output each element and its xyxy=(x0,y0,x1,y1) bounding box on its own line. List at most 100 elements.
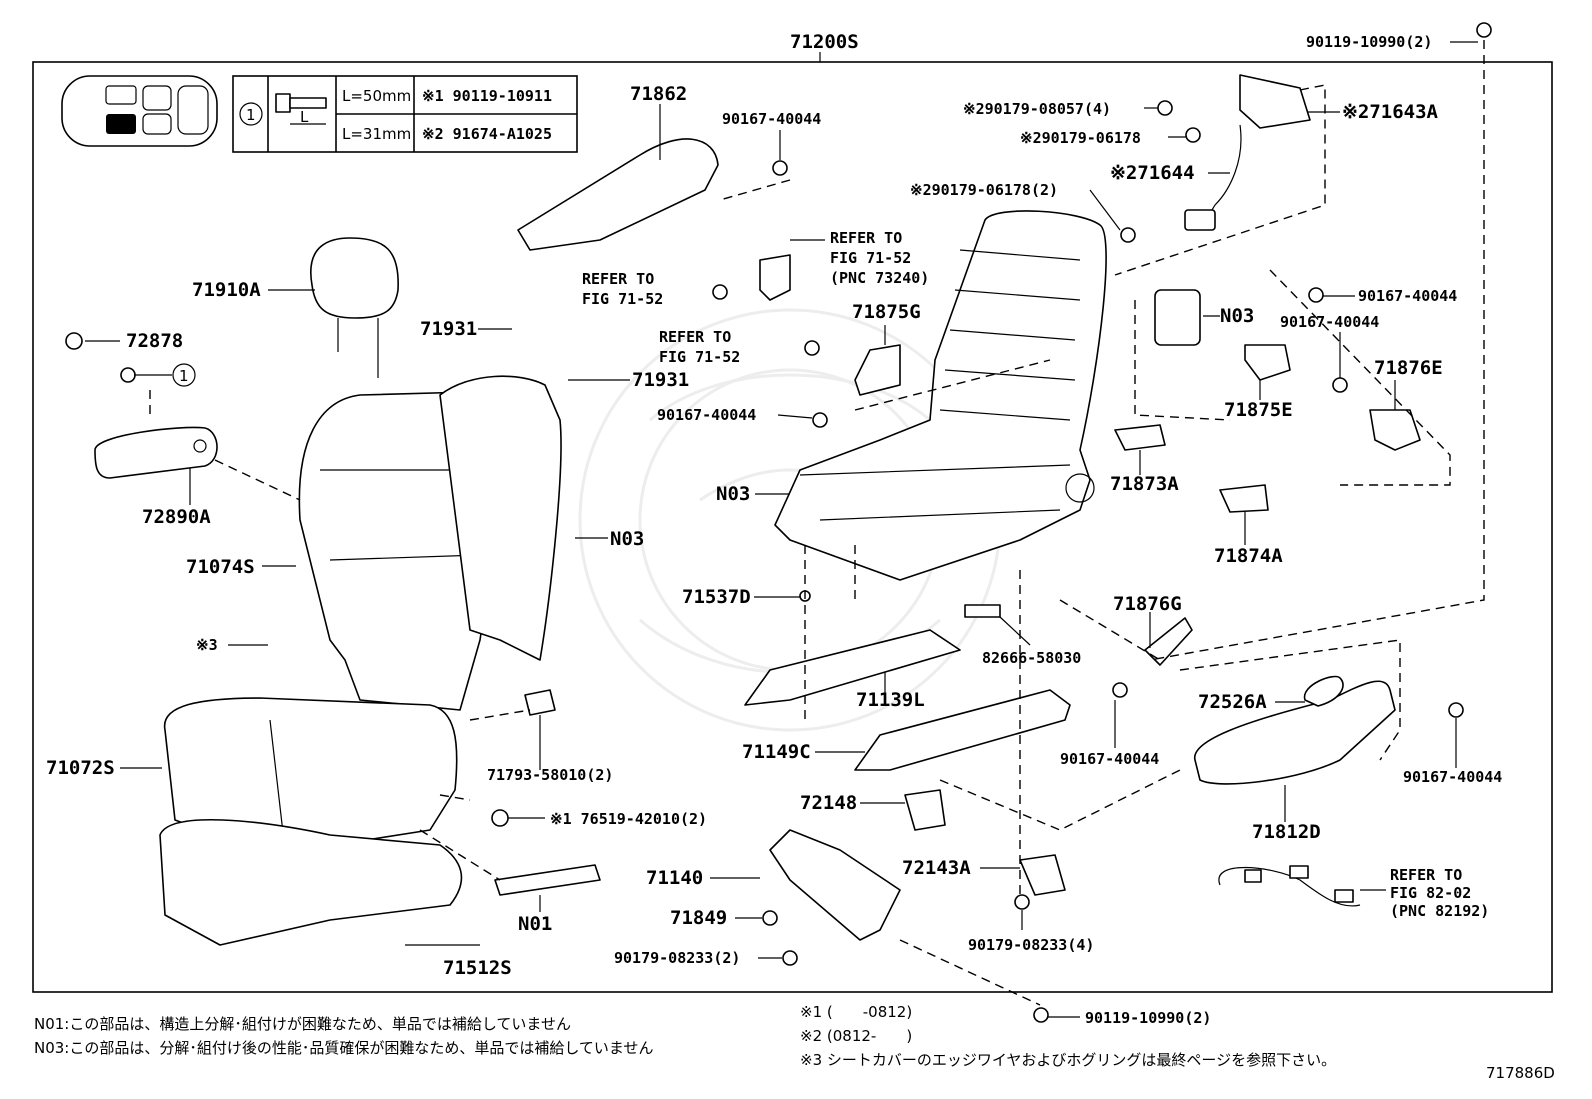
footnote-star2: ※2 (0812- ) xyxy=(800,1027,912,1045)
bolt-length-table: 1 L L=50mm ※1 90119-10911 L=31mm ※2 9167… xyxy=(232,75,578,153)
refer-wire-line-2: FIG 82-02 xyxy=(1390,884,1471,902)
label-71931-b[interactable]: 71931 xyxy=(632,369,689,391)
part-71876e-bracket xyxy=(1369,409,1421,451)
label-71512s[interactable]: 71512S xyxy=(443,957,512,979)
part-71512s-cushion-pad xyxy=(159,818,463,946)
label-90179-06178-b[interactable]: ※290179-06178(2) xyxy=(910,181,1058,199)
diagram-frame xyxy=(32,61,1553,993)
label-72148[interactable]: 72148 xyxy=(800,792,857,814)
part-71875e-bracket xyxy=(1244,344,1291,381)
part-71072s-cushion-cover xyxy=(163,697,458,856)
label-90167-40044-d[interactable]: 90167-40044 xyxy=(657,406,756,424)
label-71849[interactable]: 71849 xyxy=(670,907,727,929)
belt-buckle xyxy=(759,254,791,301)
label-90167-40044-e[interactable]: 90167-40044 xyxy=(1060,750,1159,768)
part-labels: 90119-10990(2) 71862 90167-40044 ※290179… xyxy=(46,33,1502,1027)
label-71873a[interactable]: 71873A xyxy=(1110,473,1179,495)
part-72890a-armrest xyxy=(94,426,218,479)
part-n03-side-airbag xyxy=(1154,289,1201,346)
label-82666-58030[interactable]: 82666-58030 xyxy=(982,649,1081,667)
label-90119-10990-bottom[interactable]: 90119-10990(2) xyxy=(1085,1009,1211,1027)
label-71643a[interactable]: ※271643A xyxy=(1342,101,1439,123)
label-72890a[interactable]: 72890A xyxy=(142,506,211,528)
bolt-length-symbol: L xyxy=(300,108,309,126)
leader-lines xyxy=(85,41,1478,1018)
label-71812d[interactable]: 71812D xyxy=(1252,821,1321,843)
part-72148-bracket xyxy=(904,789,946,831)
refer-note-belt[interactable]: REFER TO FIG 71-52 (PNC 73240) xyxy=(830,229,929,287)
label-71793-58010[interactable]: 71793-58010(2) xyxy=(487,766,613,784)
part-71876g-bracket xyxy=(1144,617,1193,666)
part-71149c-rail xyxy=(854,689,1071,771)
label-71537d[interactable]: 71537D xyxy=(682,586,751,608)
table-length-1: L=50mm xyxy=(342,87,411,105)
refer-note-wire[interactable]: REFER TO FIG 82-02 (PNC 82192) xyxy=(1390,866,1489,920)
assembly-part-label[interactable]: 71200S xyxy=(790,31,859,53)
label-n03-back-pad[interactable]: N03 xyxy=(610,528,644,550)
part-71643a-recliner xyxy=(1239,74,1311,129)
label-76519-42010[interactable]: ※1 76519-42010(2) xyxy=(550,810,707,828)
label-90167-40044-a[interactable]: 90167-40044 xyxy=(722,110,821,128)
part-71910a-headrest xyxy=(310,237,399,319)
refer-note-fig-b[interactable]: REFER TO FIG 71-52 xyxy=(659,328,740,366)
label-90167-40044-b[interactable]: 90167-40044 xyxy=(1358,287,1457,305)
part-71644-connector xyxy=(1184,209,1216,231)
label-71875g[interactable]: 71875G xyxy=(852,301,921,323)
label-90167-40044-c[interactable]: 90167-40044 xyxy=(1280,313,1379,331)
refer-b-line-2: FIG 71-52 xyxy=(659,348,740,366)
part-72143a-bracket xyxy=(1019,854,1066,896)
refer-note-fig-a[interactable]: REFER TO FIG 71-52 xyxy=(582,270,663,308)
assembly-dashed-lines xyxy=(149,40,1485,1006)
label-90179-08233-a[interactable]: 90179-08233(2) xyxy=(614,949,740,967)
label-71876e[interactable]: 71876E xyxy=(1374,357,1443,379)
label-90179-06178-a[interactable]: ※290179-06178 xyxy=(1020,129,1141,147)
wire-harness xyxy=(1218,867,1361,907)
label-71149c[interactable]: 71149C xyxy=(742,741,811,763)
label-71874a[interactable]: 71874A xyxy=(1214,545,1283,567)
footnote-star1: ※1 ( -0812) xyxy=(800,1003,912,1021)
part-71875g-bracket xyxy=(854,344,901,396)
label-71910a[interactable]: 71910A xyxy=(192,279,261,301)
label-71931-a[interactable]: 71931 xyxy=(420,318,477,340)
label-71072s[interactable]: 71072S xyxy=(46,757,115,779)
wire-harness-connector-b xyxy=(1289,865,1309,879)
part-71862-cover xyxy=(517,138,719,251)
label-90179-08057[interactable]: ※290179-08057(4) xyxy=(963,100,1111,118)
label-72878[interactable]: 72878 xyxy=(126,330,183,352)
refer-wire-line-1: REFER TO xyxy=(1390,866,1462,884)
label-72526a[interactable]: 72526A xyxy=(1198,691,1267,713)
part-71139l-rail xyxy=(744,629,961,706)
part-71812d-cover xyxy=(1194,680,1396,785)
fasteners xyxy=(65,22,1492,1023)
label-71876g[interactable]: 71876G xyxy=(1113,593,1182,615)
label-note-3[interactable]: ※3 xyxy=(196,636,218,654)
footnote-n01: N01:この部品は、構造上分解･組付けが困難なため、単品では補給していません xyxy=(34,1015,571,1033)
refer-a-line-2: FIG 71-52 xyxy=(582,290,663,308)
label-n03-airbag[interactable]: N03 xyxy=(1220,305,1254,327)
table-part-2[interactable]: ※2 91674-A1025 xyxy=(422,125,552,143)
label-n01[interactable]: N01 xyxy=(518,913,552,935)
figure-code: 717886D xyxy=(1486,1064,1555,1082)
part-72526a-knob xyxy=(1304,675,1344,707)
label-71074s[interactable]: 71074S xyxy=(186,556,255,578)
label-90119-10990-top[interactable]: 90119-10990(2) xyxy=(1306,33,1432,51)
callout-1-number: 1 xyxy=(179,367,189,385)
footnote-star3: ※3 シートカバーのエッジワイヤおよびホグリングは最終ページを参照下さい。 xyxy=(800,1051,1336,1069)
label-72143a[interactable]: 72143A xyxy=(902,857,971,879)
label-71139l[interactable]: 71139L xyxy=(856,689,925,711)
part-n03-seat-frame xyxy=(774,210,1107,581)
label-71644[interactable]: ※271644 xyxy=(1110,162,1195,184)
table-length-2: L=31mm xyxy=(342,125,411,143)
label-90179-08233-b[interactable]: 90179-08233(4) xyxy=(968,936,1094,954)
callout-1-circle xyxy=(172,363,196,387)
label-71875e[interactable]: 71875E xyxy=(1224,399,1293,421)
label-90167-40044-f[interactable]: 90167-40044 xyxy=(1403,768,1502,786)
label-71862[interactable]: 71862 xyxy=(630,83,687,105)
label-n03-frame[interactable]: N03 xyxy=(716,483,750,505)
refer-wire-line-3: (PNC 82192) xyxy=(1390,902,1489,920)
table-part-1[interactable]: ※1 90119-10911 xyxy=(422,87,552,105)
label-71140[interactable]: 71140 xyxy=(646,867,703,889)
refer-belt-line-2: FIG 71-52 xyxy=(830,249,911,267)
footnote-n03: N03:この部品は、分解･組付け後の性能･品質確保が困難なため、単品では補給して… xyxy=(34,1039,653,1057)
